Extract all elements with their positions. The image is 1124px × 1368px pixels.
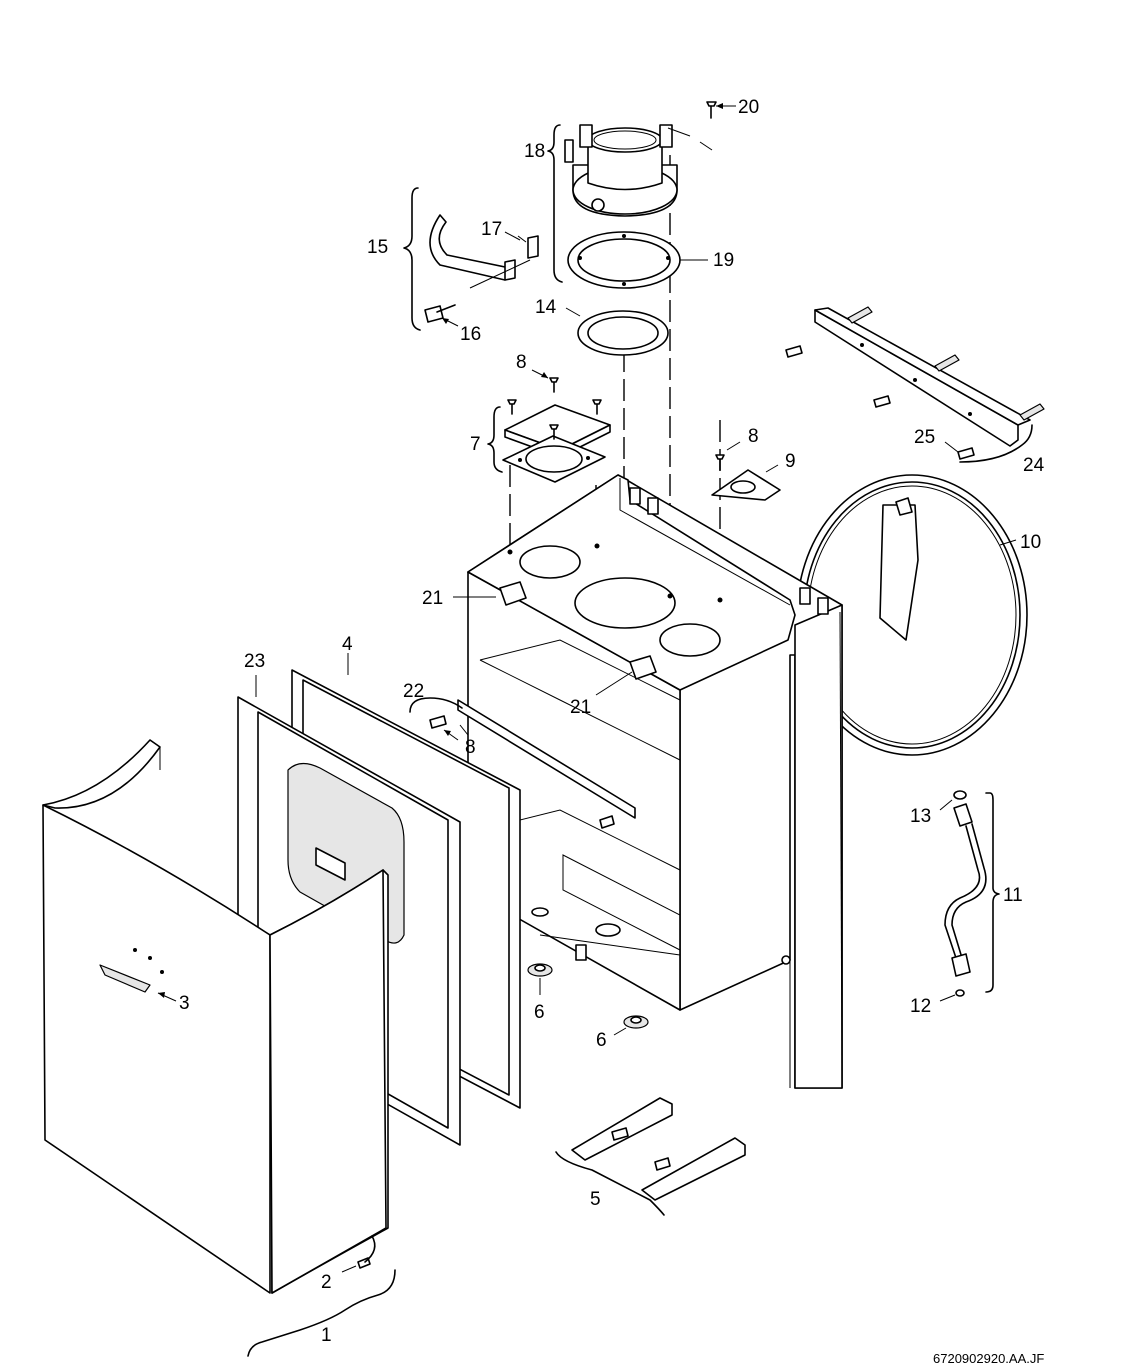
label-8a: 8	[516, 352, 527, 373]
label-11: 11	[1003, 885, 1023, 906]
label-21a: 21	[422, 588, 443, 609]
part-2-screw	[341, 1235, 376, 1273]
label-19: 19	[713, 250, 734, 271]
part-5-brackets	[555, 1097, 746, 1216]
label-21b: 21	[570, 697, 591, 718]
label-leaders	[459, 231, 521, 736]
label-12: 12	[910, 996, 931, 1017]
label-18: 18	[524, 141, 545, 162]
group-bracket-15	[403, 187, 421, 331]
part-20-screw	[706, 101, 736, 119]
label-8c: 8	[465, 737, 476, 758]
label-9: 9	[785, 451, 796, 472]
part-19-gasket-ring	[567, 231, 708, 289]
label-3: 3	[179, 993, 190, 1014]
label-14: 14	[535, 297, 557, 318]
part-7-access-plate	[502, 404, 611, 483]
label-5: 5	[590, 1189, 601, 1210]
label-6b: 6	[596, 1030, 607, 1051]
part-11-pipe	[939, 790, 1000, 1002]
part-14-seal	[565, 307, 669, 356]
label-13: 13	[910, 806, 931, 827]
label-16: 16	[460, 324, 481, 345]
group-bracket-7	[487, 406, 503, 473]
part-15-pipe-clamp	[424, 214, 539, 327]
label-15: 15	[367, 237, 388, 258]
label-10: 10	[1020, 532, 1041, 553]
part-6-grommets	[527, 963, 649, 1036]
part-18-flue-adapter	[564, 124, 713, 217]
label-6a: 6	[534, 1002, 545, 1023]
label-22: 22	[403, 681, 424, 702]
part-21-clips	[453, 581, 657, 696]
part-1-front-cover	[42, 739, 389, 1294]
group-bracket-1	[247, 1269, 396, 1357]
label-24: 24	[1023, 455, 1045, 476]
label-8b: 8	[748, 426, 759, 447]
group-bracket-18	[547, 124, 563, 283]
label-4: 4	[342, 634, 353, 655]
label-23: 23	[244, 651, 265, 672]
label-25: 25	[914, 427, 935, 448]
label-2: 2	[321, 1272, 332, 1293]
part-22-bar	[409, 697, 636, 829]
label-20: 20	[738, 97, 759, 118]
drawing-code: 6720902920.AA.JF	[933, 1351, 1044, 1366]
part-labels: 1 2 3 4 5 6 6 7 8 8 8 9 10 11 12 13 14 1…	[179, 97, 1045, 1366]
label-17: 17	[481, 219, 502, 240]
part-8-screws	[507, 369, 602, 440]
label-7: 7	[470, 434, 481, 455]
part-24-wall-rail	[785, 306, 1045, 463]
main-casing	[467, 474, 843, 1089]
part-9-plate	[711, 441, 781, 501]
label-1: 1	[321, 1325, 332, 1346]
